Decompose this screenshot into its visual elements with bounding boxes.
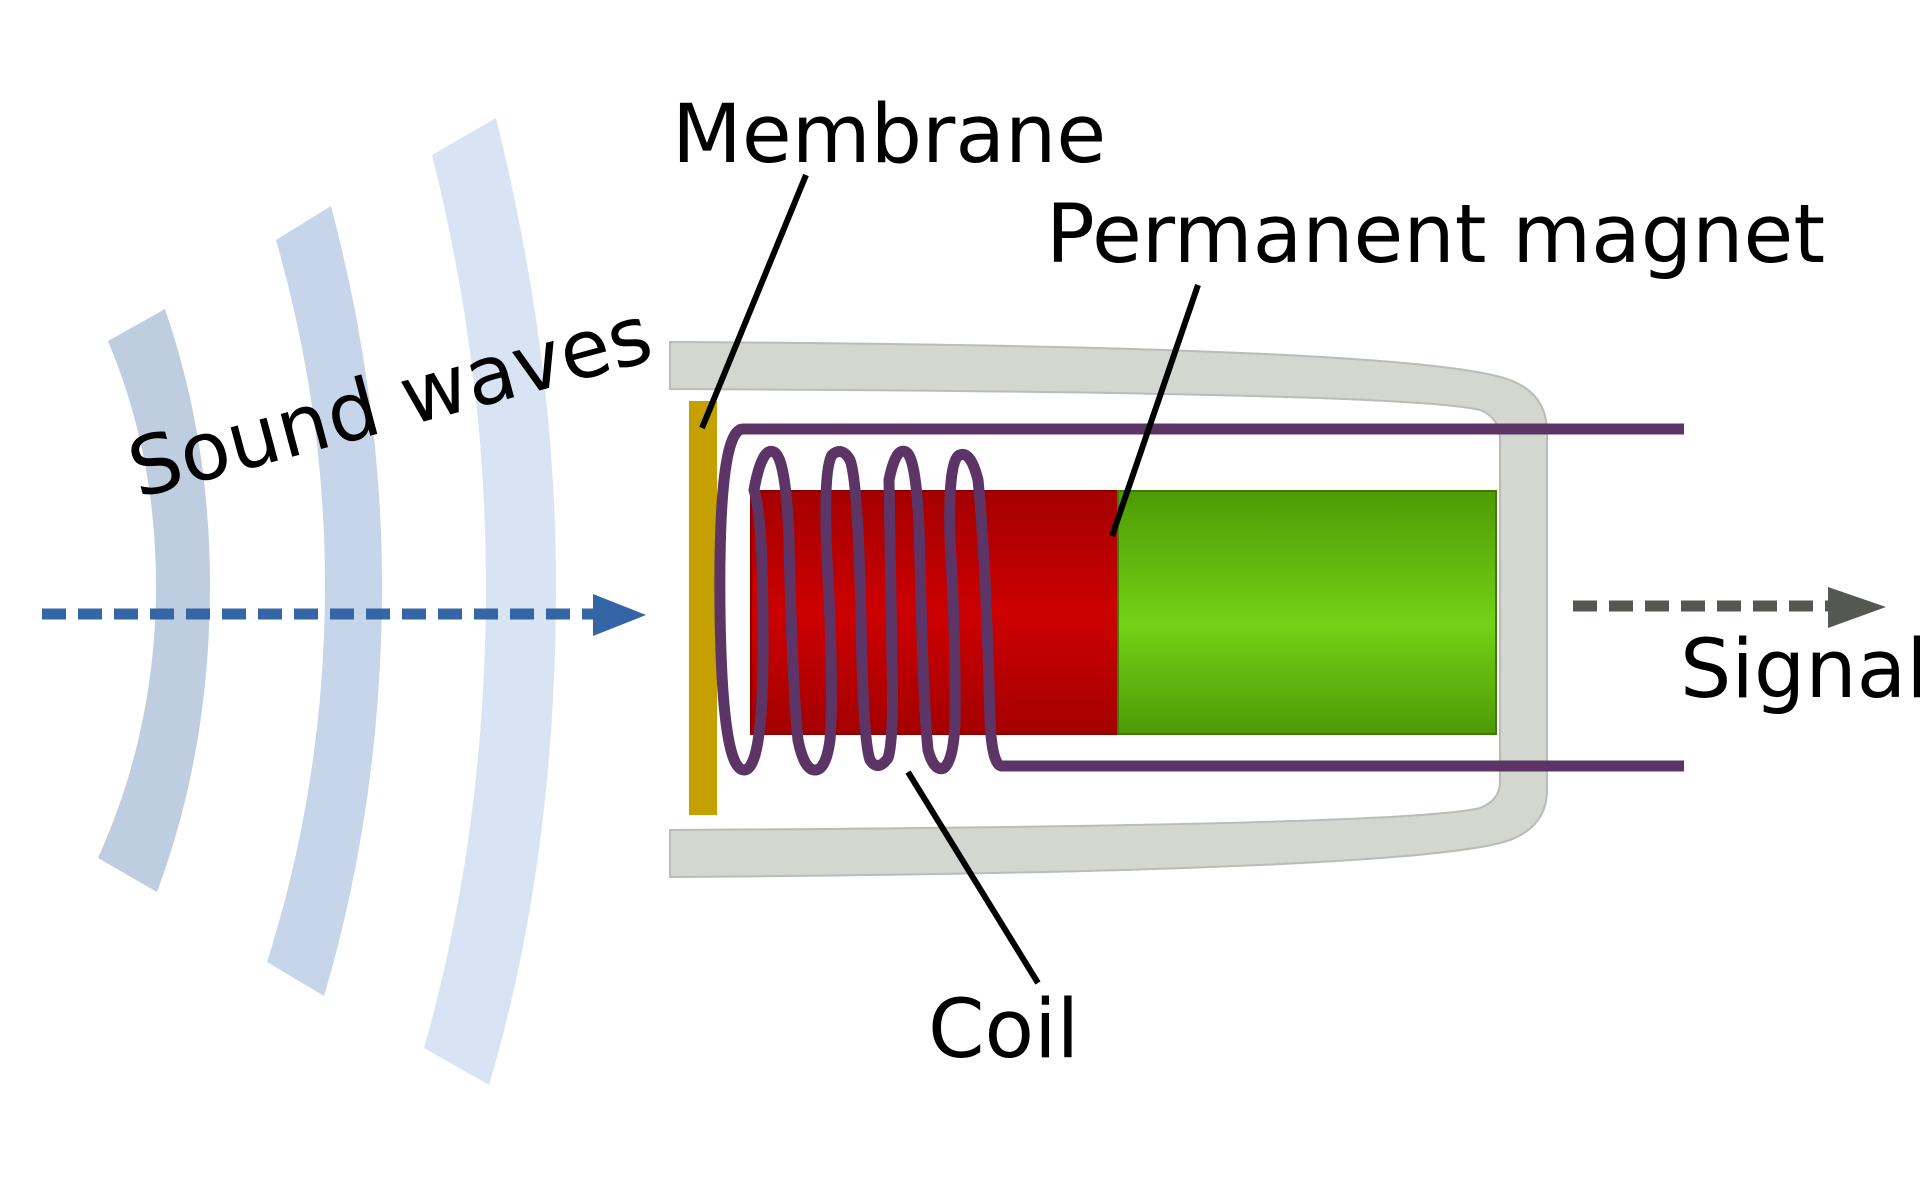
microphone-housing [669, 340, 1548, 879]
label-permanent-magnet: Permanent magnet [1046, 188, 1825, 282]
label-signal: Signal [1680, 623, 1920, 717]
membrane-leader-line [699, 173, 809, 430]
permanent-magnet [750, 490, 1497, 735]
magnet-green-pole [1117, 490, 1497, 735]
coil-leader-line [905, 770, 1041, 985]
signal-output-arrow [1573, 587, 1886, 628]
magnet-leader-line [1109, 284, 1201, 537]
leader-lines [699, 173, 1201, 985]
sound-wave-arc-3 [424, 118, 556, 1085]
sound-wave-arcs [98, 118, 556, 1085]
coil-wire [714, 423, 1684, 776]
magnet-red-pole [750, 490, 1119, 735]
label-coil: Coil [928, 983, 1079, 1077]
sound-wave-arc-1 [98, 309, 210, 892]
label-sound-waves: Sound waves [119, 288, 662, 518]
label-membrane: Membrane [672, 88, 1106, 182]
sound-wave-arc-2 [267, 206, 382, 996]
membrane-plate [689, 401, 717, 815]
sound-input-arrow [42, 594, 646, 636]
